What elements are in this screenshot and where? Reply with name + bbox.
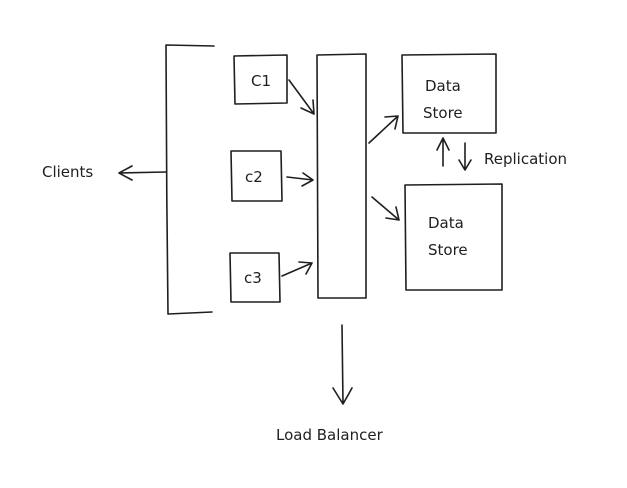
client-c3-label: c3	[244, 269, 262, 287]
data-store-2-line2: Store	[428, 241, 468, 259]
data-store-1-line1: Data	[425, 77, 461, 95]
client-c1-label: C1	[251, 72, 271, 90]
data-store-2-box	[404, 183, 503, 291]
client-c1: C1	[233, 54, 288, 105]
client-c3-box	[229, 252, 281, 303]
client-c2-box	[230, 150, 283, 202]
client-c2: c2	[230, 150, 283, 202]
arrow-c2-to-lb	[286, 172, 314, 187]
arrow-c1-to-lb	[288, 79, 315, 115]
data-store-1-line2: Store	[423, 104, 463, 122]
clients-arrow	[118, 165, 167, 181]
data-store-1-box	[401, 53, 497, 134]
client-c3: c3	[229, 252, 281, 303]
clients-label: Clients	[42, 163, 93, 181]
replication-label: Replication	[484, 150, 567, 168]
client-c1-box	[233, 54, 288, 105]
replication-arrow-up	[436, 137, 450, 167]
client-c2-label: c2	[245, 168, 263, 186]
load-balancer-label: Load Balancer	[276, 426, 384, 444]
arrow-lb-to-store-1	[368, 115, 399, 144]
data-store-1: Data Store	[401, 53, 497, 134]
clients-bracket	[165, 44, 215, 315]
arrow-to-load-balancer-label	[332, 324, 353, 405]
data-store-2-line1: Data	[428, 214, 464, 232]
data-store-2: Data Store	[404, 183, 503, 291]
arrow-lb-to-store-2	[371, 196, 400, 221]
arrow-c3-to-lb	[281, 261, 313, 277]
replication-arrow-down	[458, 142, 472, 171]
load-balancer-box	[316, 53, 367, 299]
